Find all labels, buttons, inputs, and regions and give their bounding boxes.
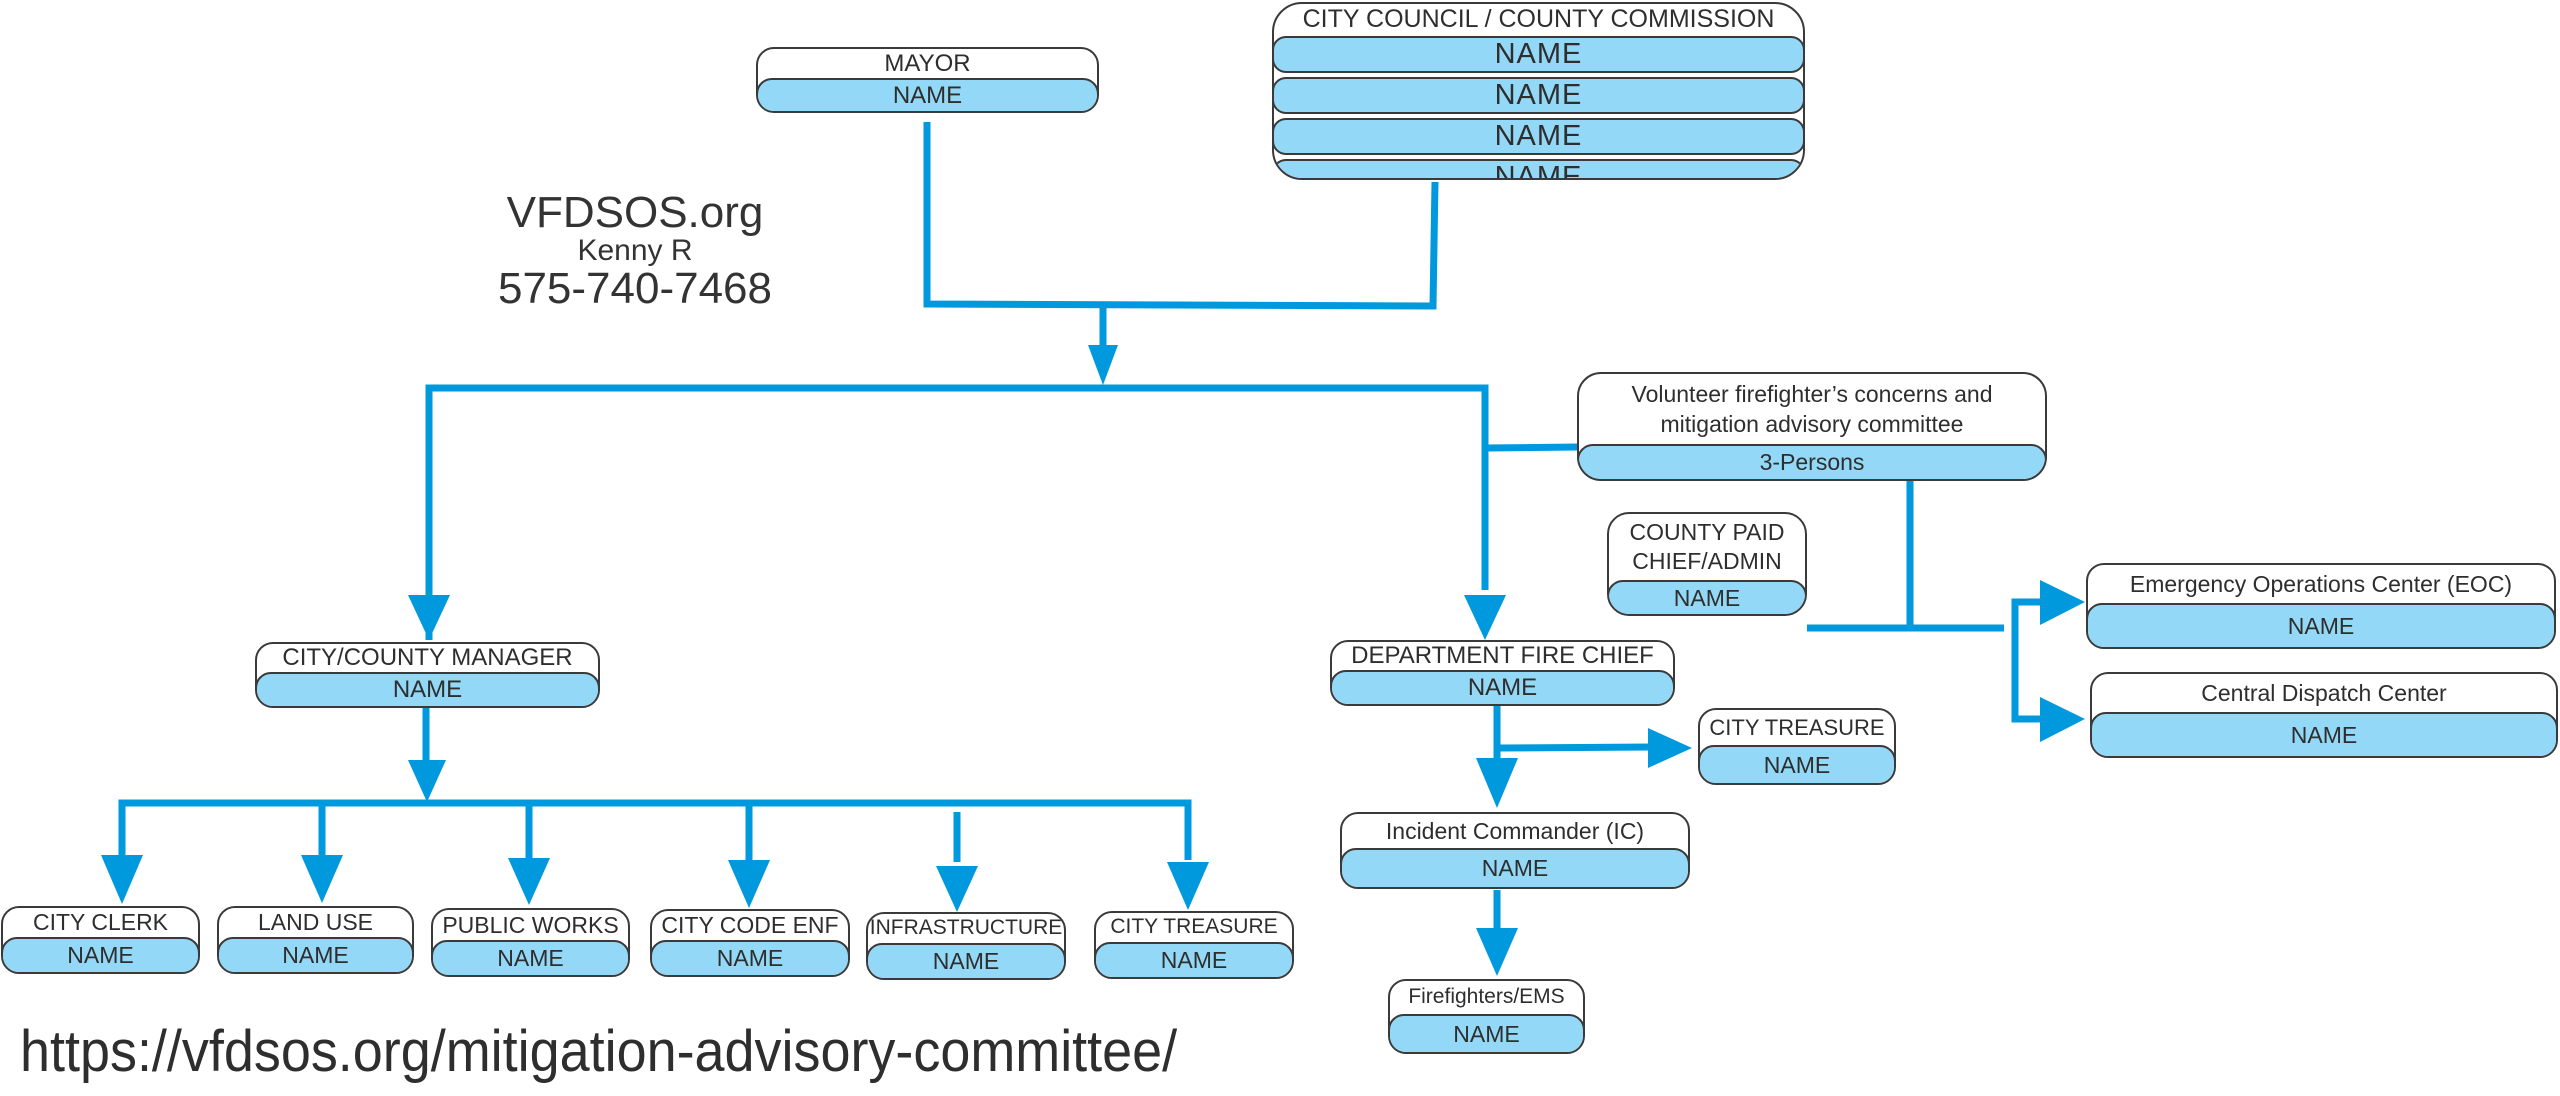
arrow-to-land-use [301, 855, 343, 903]
dept-name: NAME [868, 943, 1064, 978]
connector-committee [1484, 443, 1579, 452]
arrow-to-firefighters [1476, 928, 1518, 976]
incident-commander-title: Incident Commander (IC) [1385, 817, 1645, 844]
contact-block: VFDSOS.org Kenny R 575-740-7468 [480, 190, 790, 312]
manager-title: CITY/COUNTY MANAGER [282, 644, 573, 672]
dept-public-works[interactable]: PUBLIC WORKS NAME [431, 908, 630, 977]
mayor-name: NAME [758, 78, 1097, 111]
arrow-to-eoc [2040, 580, 2085, 625]
dispatch-box[interactable]: Central Dispatch Center NAME [2090, 672, 2558, 758]
fire-chief-title: DEPARTMENT FIRE CHIEF [1351, 642, 1654, 670]
eoc-box[interactable]: Emergency Operations Center (EOC) NAME [2086, 563, 2556, 649]
dispatch-title: Central Dispatch Center [2201, 679, 2447, 706]
dept-name: NAME [1096, 942, 1292, 977]
connector-eoc-bracket [2011, 598, 2040, 723]
council-member-3: NAME [1274, 118, 1803, 155]
manager-box[interactable]: CITY/COUNTY MANAGER NAME [255, 642, 600, 708]
arrow-to-dispatch [2040, 697, 2085, 742]
committee-url[interactable]: https://vfdsos.org/mitigation-advisory-c… [20, 1019, 1178, 1084]
connector-mayor [923, 122, 1439, 310]
contact-person: Kenny R [577, 234, 693, 267]
dept-title: CITY CLERK [32, 909, 169, 936]
council-title: CITY COUNCIL / COUNTY COMMISSION [1302, 5, 1775, 34]
arrow-to-dept-bus [408, 760, 446, 802]
dept-city-treasure[interactable]: CITY TREASURE NAME [1094, 911, 1294, 979]
fire-chief-name: NAME [1332, 670, 1673, 704]
fire-treasure-box[interactable]: CITY TREASURE NAME [1698, 708, 1896, 785]
dept-title: LAND USE [257, 909, 374, 936]
firefighters-title: Firefighters/EMS [1408, 985, 1565, 1009]
dept-name: NAME [433, 940, 628, 975]
arrow-to-city-code-enf [728, 860, 770, 908]
dept-name: NAME [219, 937, 412, 972]
committee-title: Volunteer firefighter’s concerns and mit… [1579, 374, 2045, 444]
county-chief-line-2: CHIEF/ADMIN [1632, 548, 1782, 574]
arrow-to-incident-commander [1476, 758, 1518, 808]
site-name: VFDSOS.org [506, 188, 764, 237]
arrow-to-city-clerk [101, 855, 143, 904]
firefighters-name: NAME [1390, 1014, 1583, 1052]
incident-commander-box[interactable]: Incident Commander (IC) NAME [1340, 812, 1690, 889]
connector-dept-bus [118, 799, 1192, 860]
fire-chief-box[interactable]: DEPARTMENT FIRE CHIEF NAME [1330, 640, 1675, 706]
dept-title: CITY TREASURE [1110, 915, 1278, 939]
committee-title-line-1: Volunteer firefighter’s concerns and [1631, 381, 1993, 407]
connector-main-bus [425, 384, 1489, 640]
county-chief-title: COUNTY PAID CHIEF/ADMIN [1609, 514, 1805, 580]
committee-size: 3-Persons [1579, 444, 2045, 479]
arrow-to-city-treasure [1167, 862, 1209, 910]
arrow-to-manager [408, 595, 450, 640]
committee-title-line-2: mitigation advisory committee [1660, 411, 1964, 437]
dept-title: PUBLIC WORKS [442, 911, 619, 938]
mayor-title: MAYOR [884, 49, 971, 77]
council-member-2: NAME [1274, 77, 1803, 114]
dept-city-clerk[interactable]: CITY CLERK NAME [1, 906, 200, 974]
dept-land-use[interactable]: LAND USE NAME [217, 906, 414, 974]
dispatch-name: NAME [2092, 712, 2556, 756]
mayor-box[interactable]: MAYOR NAME [756, 47, 1099, 113]
dept-city-code-enf[interactable]: CITY CODE ENF NAME [650, 909, 850, 977]
arrow-to-fire-chief [1464, 595, 1506, 640]
fire-treasure-name: NAME [1700, 745, 1894, 783]
county-chief-line-1: COUNTY PAID [1629, 519, 1785, 545]
dept-title: INFRASTRUCTURE [869, 916, 1063, 940]
dept-infrastructure[interactable]: INFRASTRUCTURE NAME [866, 912, 1066, 980]
firefighters-box[interactable]: Firefighters/EMS NAME [1388, 979, 1585, 1054]
dept-name: NAME [652, 940, 848, 975]
county-chief-name: NAME [1609, 580, 1805, 614]
dept-title: CITY CODE ENF [661, 912, 839, 939]
committee-box[interactable]: Volunteer firefighter’s concerns and mit… [1577, 372, 2047, 481]
connector-chief-treasure [1496, 743, 1656, 752]
fire-treasure-title: CITY TREASURE [1709, 714, 1885, 740]
eoc-title: Emergency Operations Center (EOC) [2129, 570, 2513, 597]
arrow-to-public-works [508, 858, 550, 905]
dept-name: NAME [3, 937, 198, 972]
arrow-to-infrastructure [936, 866, 978, 912]
council-member-4: NAME [1274, 159, 1803, 178]
manager-name: NAME [257, 672, 598, 706]
incident-commander-name: NAME [1342, 848, 1688, 887]
council-member-1: NAME [1274, 36, 1803, 73]
eoc-name: NAME [2088, 603, 2554, 647]
arrow-to-fire-treasure [1648, 728, 1692, 768]
county-chief-box[interactable]: COUNTY PAID CHIEF/ADMIN NAME [1607, 512, 1807, 616]
contact-phone: 575-740-7468 [497, 264, 772, 313]
council-box[interactable]: CITY COUNCIL / COUNTY COMMISSION NAME NA… [1272, 2, 1805, 180]
arrow-to-main-bus [1088, 345, 1118, 385]
